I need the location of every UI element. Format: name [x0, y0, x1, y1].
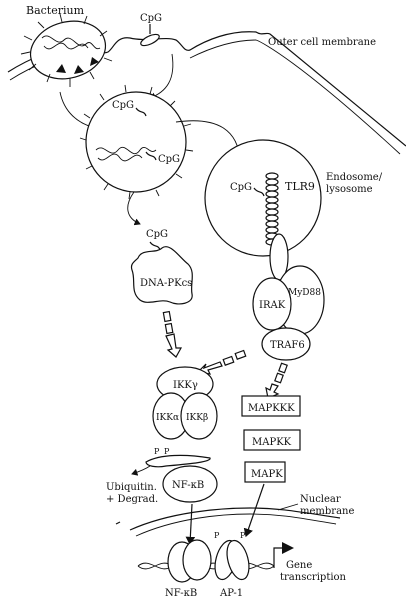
cpg-motif-top — [140, 24, 160, 47]
nuclear-membrane-label-1: Nuclear — [300, 494, 341, 505]
arrow-traf6-to-mapkkk — [265, 362, 288, 399]
cpg-label-vesicle-2: CpG — [158, 154, 180, 165]
ap1-phospho-p1: P — [214, 531, 220, 540]
ikk-beta-label: IKKβ — [186, 413, 208, 423]
mapkkk-label: MAPKKK — [248, 403, 295, 414]
arrow-to-dnapkcs — [127, 191, 141, 226]
cpg-label-endosome: CpG — [230, 182, 252, 193]
nuclear-membrane — [129, 507, 341, 531]
nuclear-label-leader — [277, 503, 299, 511]
phospho-p2: P — [164, 447, 170, 456]
ikk-beta-shape — [180, 392, 218, 440]
nfkb-nucleus-shape — [167, 539, 212, 583]
nfkb-nucleus-label: NF-κB — [165, 588, 197, 599]
tlr9-receptor — [265, 172, 289, 281]
degradation-arrow — [131, 465, 151, 476]
nuclear-membrane-inner — [135, 513, 337, 537]
arrow-dnapkcs-to-ikk — [162, 310, 183, 358]
nuclear-membrane-label-2: membrane — [300, 506, 354, 517]
mapkk-box — [243, 429, 301, 451]
dnapkcs-shape — [130, 246, 193, 305]
phagosome — [79, 84, 194, 200]
arrow-nfkb-to-nucleus — [185, 503, 196, 546]
gene-label-2: transcription — [280, 572, 347, 583]
dnapkcs-label: DNA-PKcs — [140, 278, 192, 289]
cpg-motif-dnapkcs — [149, 241, 161, 251]
ikb-shape — [145, 454, 211, 468]
cpg-motif-endosome — [253, 187, 265, 197]
nfkb-cytoplasm-label: NF-κB — [172, 480, 204, 491]
arrow-traf6-to-ikk — [196, 349, 247, 375]
arrow-mapk-to-nucleus — [243, 483, 265, 538]
ap1-shape — [214, 539, 250, 581]
cpg-label-dnapkcs: CpG — [146, 229, 168, 240]
irak-label: IRAK — [259, 300, 286, 311]
transcription-start-arrow — [273, 547, 284, 568]
cpg-label-top: CpG — [140, 13, 162, 24]
endosome — [204, 139, 322, 257]
gene-label-1: Gene — [286, 560, 312, 571]
outer-membrane-label: Outer cell membrane — [268, 37, 376, 48]
myd88-label: MyD88 — [288, 288, 321, 298]
transcription-arrowhead — [282, 542, 294, 554]
ikk-alpha-label: IKKα — [156, 413, 179, 423]
ap1-label: AP-1 — [219, 588, 243, 599]
nuclear-membrane-left-dash — [115, 521, 121, 525]
mapkkk-box — [241, 395, 301, 417]
endosome-label-2: lysosome — [326, 184, 373, 195]
mapkk-label: MAPKK — [252, 437, 292, 448]
mapk-box — [244, 461, 286, 483]
traf6-shape — [261, 327, 311, 361]
ikk-gamma-label: IKKγ — [173, 380, 198, 391]
ap1-phospho-p2: P — [240, 531, 246, 540]
ubiquitin-label-1: Ubiquitin. — [106, 482, 157, 493]
mapk-label: MAPK — [251, 469, 283, 480]
bacterium-label: Bacterium — [26, 4, 85, 17]
ubiquitin-label-2: + Degrad. — [106, 494, 158, 505]
endosome-label-1: Endosome/ — [326, 172, 383, 183]
phospho-p1: P — [154, 447, 160, 456]
cpg-label-vesicle-1: CpG — [112, 100, 134, 111]
nfkb-cytoplasm-shape — [162, 465, 218, 503]
entry-arrow-2 — [149, 53, 174, 100]
bacterium — [20, 13, 113, 87]
irak-shape — [252, 277, 292, 331]
tlr9-label: TLR9 — [285, 180, 315, 193]
traf6-label: TRAF6 — [270, 340, 305, 351]
